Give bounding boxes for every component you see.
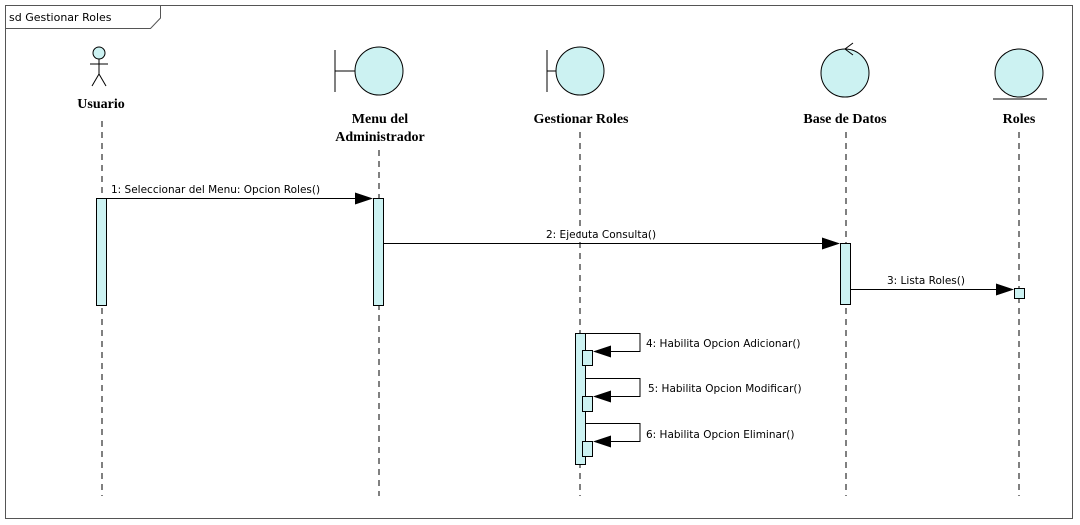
participant-gestionar-name: Gestionar Roles (533, 112, 629, 127)
message-3: 3: Lista Roles() (851, 275, 1014, 296)
participant-gestionar (546, 46, 605, 96)
control-icon (820, 42, 870, 98)
message-2-label: 2: Ejecuta Consulta() (546, 229, 656, 241)
participant-bd (820, 42, 870, 98)
message-1: 1: Seleccionar del Menu: Opcion Roles() (107, 184, 373, 205)
activation-roles (1014, 288, 1025, 299)
arrowhead-icon (593, 390, 611, 403)
participant-roles-name: Roles (1003, 112, 1036, 127)
diagram-frame (5, 5, 1073, 519)
message-5-label: 5: Habilita Opcion Modificar() (648, 383, 802, 395)
arrowhead-icon (996, 283, 1014, 296)
participant-bd-name: Base de Datos (803, 112, 887, 127)
arrowhead-icon (593, 345, 611, 358)
arrowhead-icon (593, 435, 611, 448)
activation-usuario (96, 198, 107, 306)
activation-menu (373, 198, 384, 306)
frame-label: sd Gestionar Roles (9, 11, 112, 24)
entity-icon (993, 48, 1047, 100)
boundary-icon (334, 46, 404, 96)
message-4-label: 4: Habilita Opcion Adicionar() (646, 338, 801, 350)
message-5: 5: Habilita Opcion Modificar() (586, 378, 802, 403)
participant-menu (334, 46, 404, 96)
boundary-icon (546, 46, 605, 96)
frame-label-tab (5, 5, 161, 29)
message-6: 6: Habilita Opcion Eliminar() (586, 423, 794, 448)
participant-menu-name-line1: Menu del (352, 112, 409, 127)
participant-roles (993, 48, 1047, 100)
message-3-label: 3: Lista Roles() (887, 275, 965, 287)
lifelines (101, 121, 1020, 496)
participant-usuario (90, 46, 108, 87)
message-1-label: 1: Seleccionar del Menu: Opcion Roles() (111, 184, 320, 196)
participant-menu-name-line2: Administrador (335, 130, 424, 145)
activation-gestionar-self-5 (582, 396, 593, 412)
message-6-label: 6: Habilita Opcion Eliminar() (646, 429, 794, 441)
activation-gestionar-self-4 (582, 350, 593, 366)
activation-bd (840, 243, 851, 305)
message-2: 2: Ejecuta Consulta() (384, 229, 840, 250)
activation-gestionar-self-6 (582, 441, 593, 457)
activation-bars (96, 198, 1025, 465)
actor-icon (92, 46, 106, 60)
arrowhead-icon (822, 237, 840, 250)
participant-usuario-name: Usuario (77, 97, 124, 112)
message-4: 4: Habilita Opcion Adicionar() (586, 333, 801, 358)
arrowhead-icon (355, 192, 373, 205)
